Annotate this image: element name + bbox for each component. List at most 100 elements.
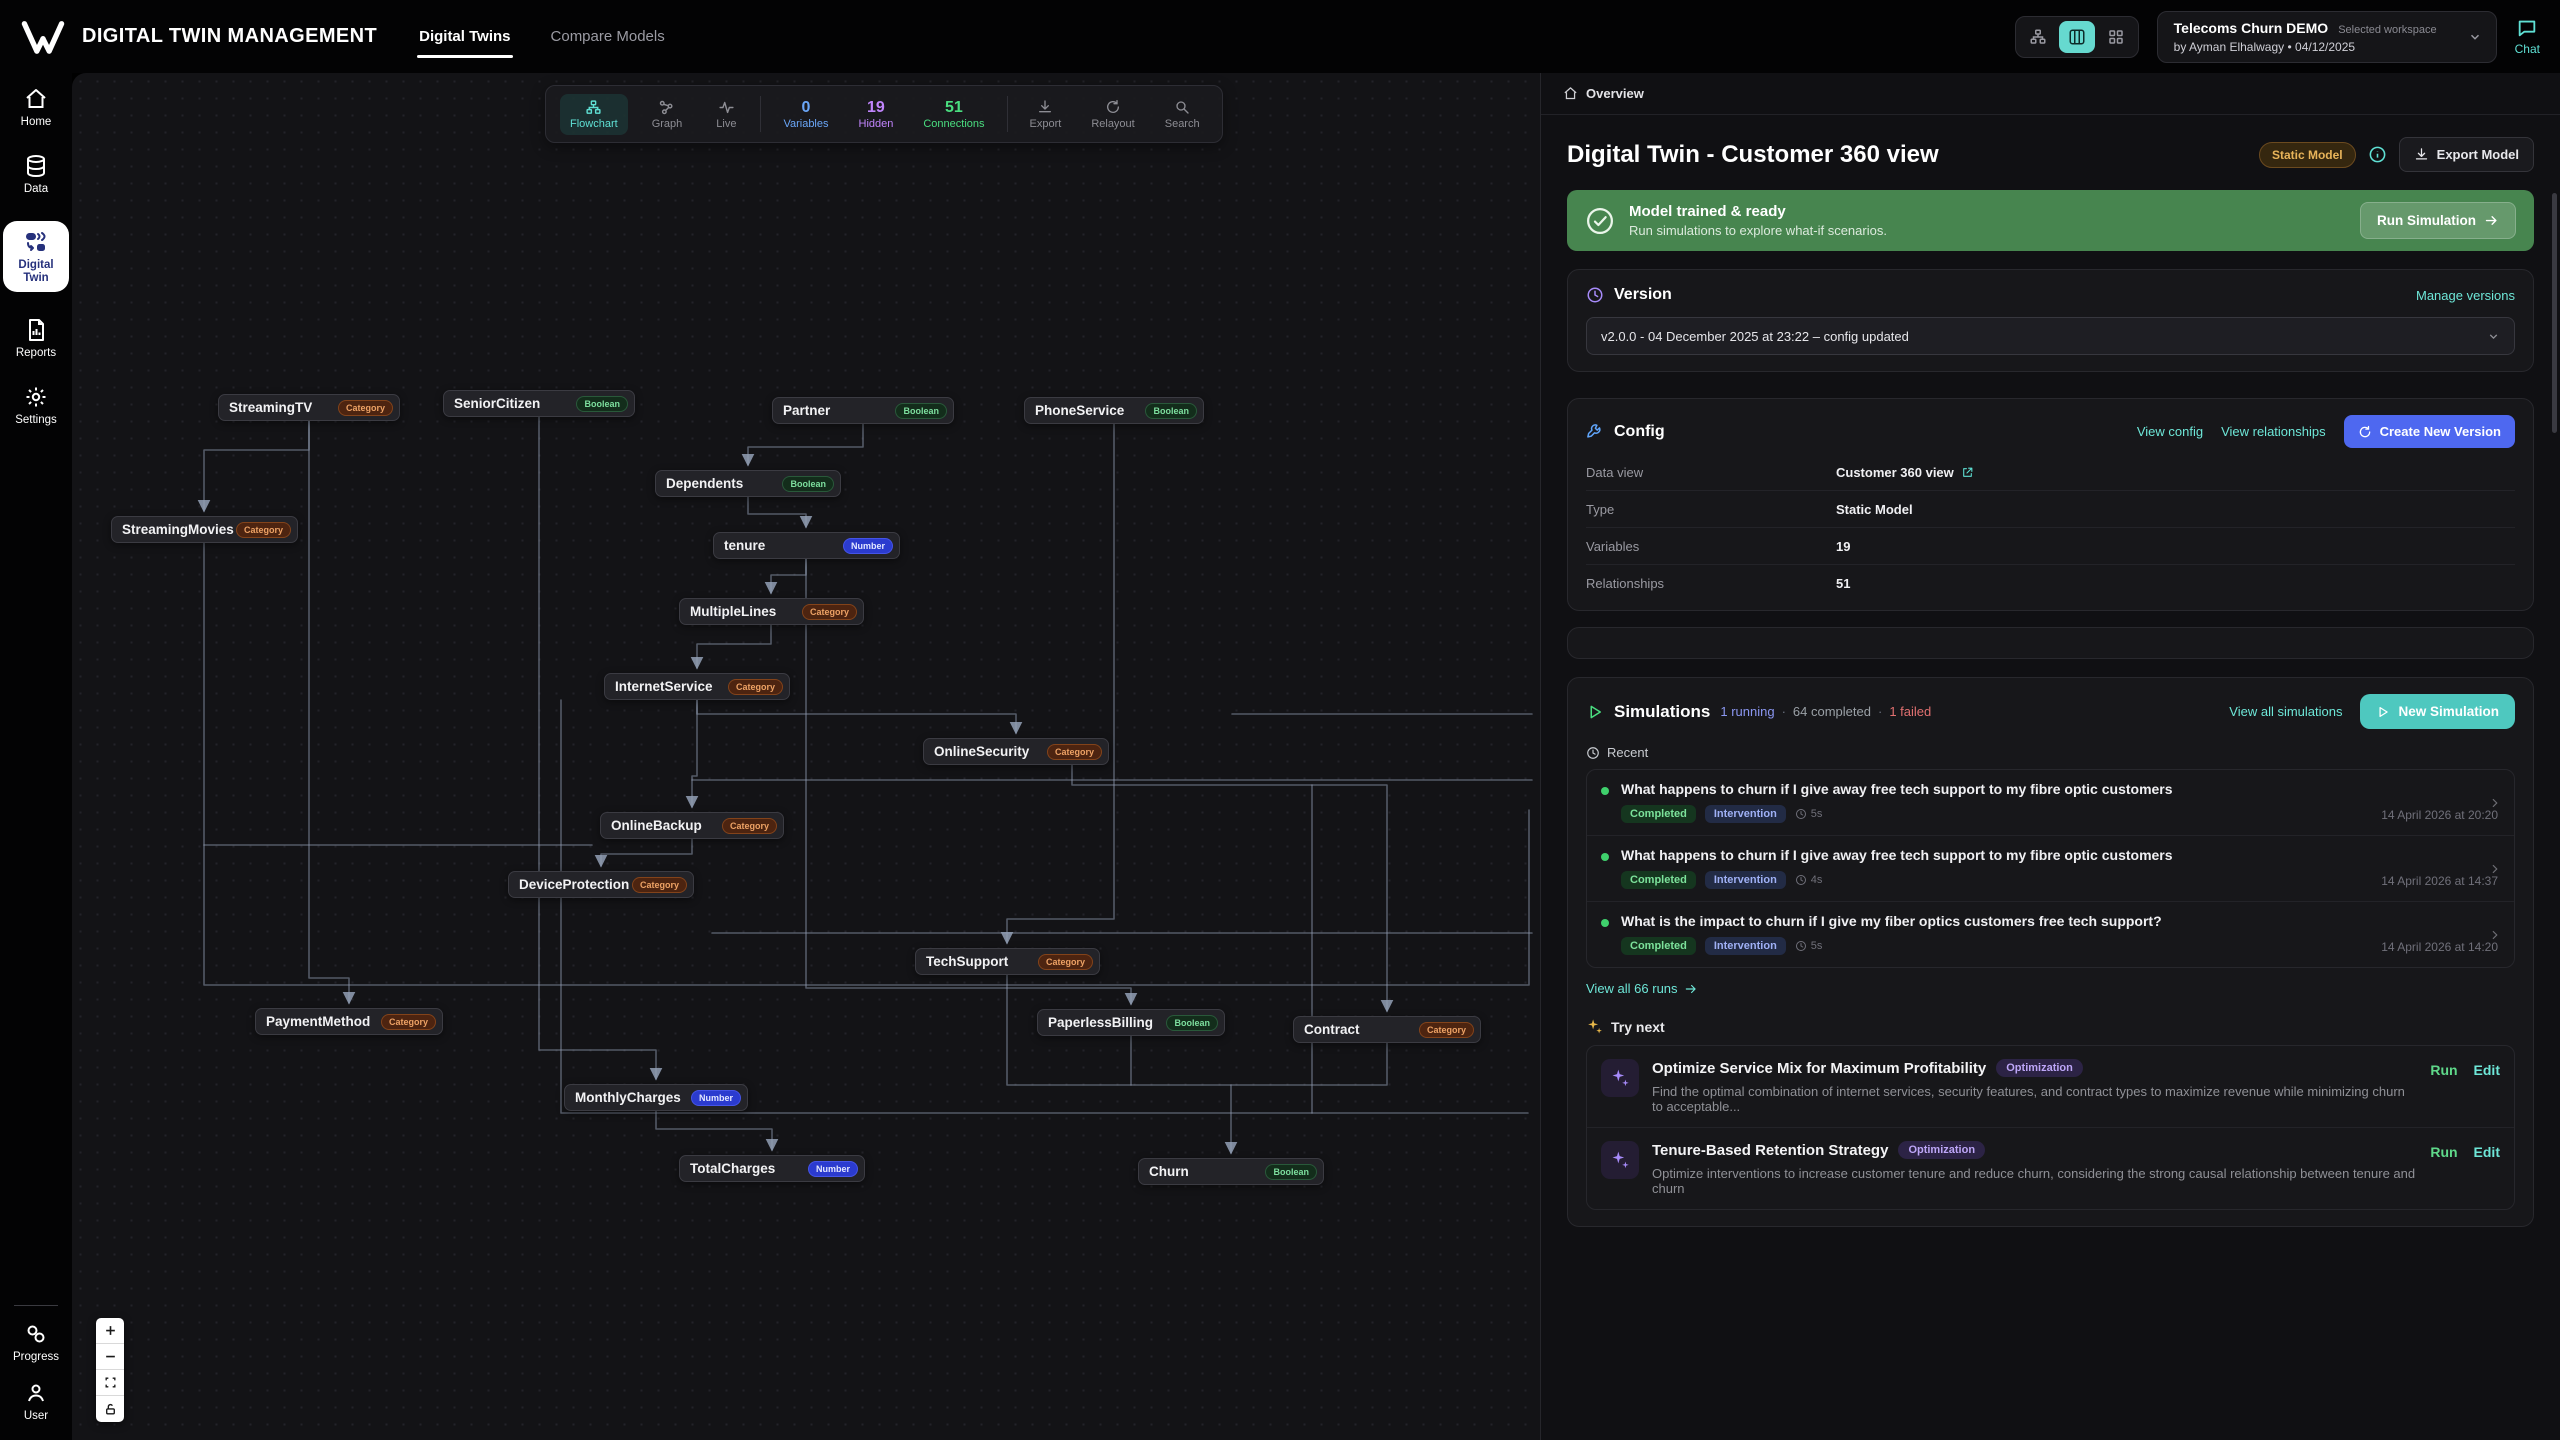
zoom-in-button[interactable] — [96, 1318, 124, 1344]
node-type-badge: Category — [1037, 953, 1093, 970]
edit-link[interactable]: Edit — [2473, 1062, 2500, 1078]
arrow-right-icon — [2485, 216, 2497, 225]
suggestions-list: Optimize Service Mix for Maximum Profita… — [1586, 1045, 2515, 1210]
node-label: StreamingMovies — [122, 522, 234, 537]
run-simulation-button[interactable]: Run Simulation — [2360, 202, 2516, 239]
optimization-badge: Optimization — [1898, 1141, 1986, 1159]
sidebar-item-reports[interactable]: Reports — [3, 318, 69, 359]
run-duration: 4s — [1795, 874, 1822, 886]
stat-connections: 51 Connections — [923, 98, 985, 130]
export-button[interactable]: Export — [1022, 95, 1070, 134]
create-new-version-button[interactable]: Create New Version — [2343, 415, 2515, 448]
tree-view-icon[interactable] — [2020, 21, 2056, 53]
sidebar-item-digital-twin[interactable]: Digital Twin — [3, 221, 69, 293]
suggestion-row[interactable]: Optimize Service Mix for Maximum Profita… — [1587, 1046, 2514, 1128]
mode-flowchart-button[interactable]: Flowchart — [560, 93, 628, 135]
simulation-run-row[interactable]: What happens to churn if I give away fre… — [1587, 770, 2514, 836]
chat-label: Chat — [2514, 42, 2540, 56]
model-ready-banner: Model trained & ready Run simulations to… — [1567, 190, 2534, 251]
info-icon[interactable] — [2368, 145, 2387, 164]
columns-view-icon[interactable] — [2058, 20, 2095, 53]
node-label: Dependents — [666, 476, 744, 491]
search-button[interactable]: Search — [1157, 95, 1208, 134]
sidebar-item-progress[interactable]: Progress — [3, 1322, 69, 1363]
clock-icon — [1587, 746, 1599, 759]
sidebar-item-user[interactable]: User — [3, 1381, 69, 1422]
run-link[interactable]: Run — [2430, 1062, 2458, 1078]
node-type-badge: Number — [842, 537, 893, 554]
sparkles-icon — [1601, 1059, 1639, 1097]
sidebar-item-settings[interactable]: Settings — [3, 385, 69, 426]
mode-live-button[interactable]: Live — [706, 94, 746, 135]
lock-toggle-button[interactable] — [96, 1396, 124, 1422]
status-badge: Completed — [1621, 871, 1696, 889]
export-model-button[interactable]: Export Model — [2398, 137, 2534, 172]
status-badge: Completed — [1621, 805, 1696, 823]
relayout-button[interactable]: Relayout — [1083, 95, 1142, 134]
clock-icon — [1795, 941, 1806, 951]
node-type-badge: Category — [721, 817, 777, 834]
zoom-out-button[interactable] — [96, 1344, 124, 1370]
view-config-link[interactable]: View config — [2136, 424, 2204, 439]
status-dot — [1601, 853, 1609, 861]
tab-compare-models[interactable]: Compare Models — [550, 28, 665, 45]
status-dot — [1601, 919, 1609, 927]
simulation-run-row[interactable]: What happens to churn if I give away fre… — [1587, 836, 2514, 902]
download-icon — [2415, 148, 2427, 160]
grid-view-icon[interactable] — [2098, 21, 2134, 53]
new-simulation-button[interactable]: New Simulation — [2360, 694, 2515, 729]
sparkles-icon — [1588, 1019, 1602, 1034]
version-select[interactable]: v2.0.0 - 04 December 2025 at 23:22 – con… — [1586, 317, 2515, 355]
wrench-icon — [1587, 423, 1601, 438]
manage-versions-link[interactable]: Manage versions — [2416, 287, 2515, 303]
sidebar-item-home[interactable]: Home — [3, 87, 69, 128]
chat-button[interactable]: Chat — [2515, 17, 2540, 56]
run-title: What is the impact to churn if I give my… — [1621, 913, 2162, 929]
sidebar-item-data[interactable]: Data — [3, 154, 69, 195]
workspace-name: Telecoms Churn DEMO — [2173, 19, 2329, 36]
run-link[interactable]: Run — [2430, 1144, 2458, 1160]
refresh-icon — [2359, 425, 2370, 437]
workspace-selector[interactable]: Telecoms Churn DEMO Selected workspace b… — [2156, 10, 2497, 63]
node-type-badge: Category — [235, 521, 291, 538]
stat-variables: 0 Variables — [783, 98, 829, 130]
simulation-run-row[interactable]: What is the impact to churn if I give my… — [1587, 902, 2514, 967]
external-link-icon[interactable] — [1961, 466, 1974, 479]
suggestion-title: Optimize Service Mix for Maximum Profita… — [1652, 1059, 1987, 1077]
breadcrumb: Overview — [1541, 73, 2560, 115]
mode-graph-button[interactable]: Graph — [642, 94, 693, 135]
view-all-simulations-link[interactable]: View all simulations — [2229, 704, 2343, 719]
panel-scrollbar[interactable] — [2552, 193, 2557, 433]
node-type-badge: Category — [337, 399, 393, 416]
fit-view-button[interactable] — [96, 1370, 124, 1396]
edit-link[interactable]: Edit — [2473, 1144, 2500, 1160]
node-type-badge: Category — [801, 603, 857, 620]
play-icon — [2379, 706, 2389, 717]
home-icon — [24, 87, 48, 111]
view-relationships-link[interactable]: View relationships — [2221, 424, 2326, 439]
view-all-runs-link[interactable]: View all 66 runs — [1586, 981, 2515, 996]
tab-digital-twins[interactable]: Digital Twins — [417, 18, 513, 58]
check-circle-icon — [1585, 206, 1615, 236]
